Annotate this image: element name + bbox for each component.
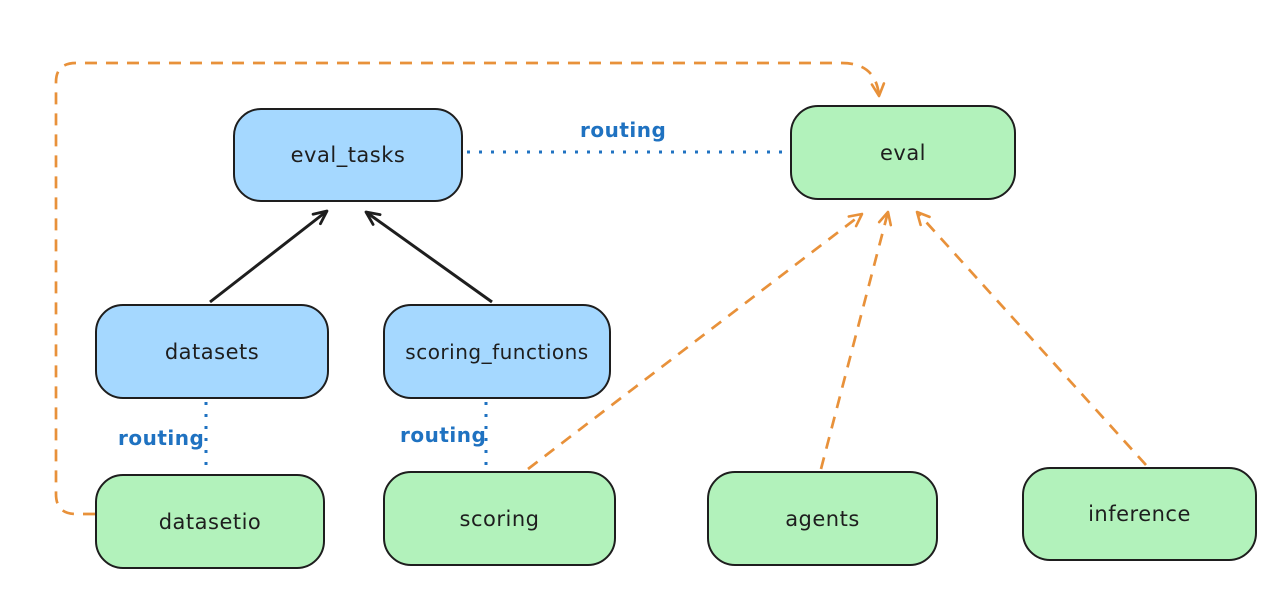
routing-label-eval-tasks-eval: routing	[580, 118, 667, 142]
edge-scoring-to-eval	[527, 212, 864, 471]
node-scoring: scoring	[383, 471, 616, 566]
routing-label-scoring-functions-scoring: routing	[400, 423, 487, 447]
node-eval: eval	[790, 105, 1016, 200]
node-eval-label: eval	[879, 140, 927, 165]
node-datasetio: datasetio	[95, 474, 325, 569]
node-datasetio-label: datasetio	[158, 509, 262, 534]
edge-inference-to-eval	[915, 210, 1148, 466]
node-agents: agents	[707, 471, 938, 566]
node-inference-label: inference	[1088, 502, 1191, 526]
node-scoring-functions: scoring_functions	[383, 304, 611, 399]
edge-datasets-to-eval-tasks	[209, 209, 329, 304]
node-datasets: datasets	[95, 304, 329, 399]
edge-agents-to-eval	[819, 210, 893, 470]
edge-datasetio-to-eval	[54, 61, 886, 516]
edge-scoring-functions-to-eval-tasks	[364, 210, 493, 304]
node-eval-tasks-label: eval_tasks	[290, 143, 406, 167]
node-datasets-label: datasets	[164, 339, 260, 364]
node-eval-tasks: eval_tasks	[233, 108, 463, 202]
node-inference: inference	[1022, 467, 1257, 561]
node-scoring-label: scoring	[459, 506, 540, 531]
routing-label-datasets-datasetio: routing	[118, 426, 205, 450]
node-scoring-functions-label: scoring_functions	[405, 339, 589, 364]
node-agents-label: agents	[785, 506, 860, 531]
